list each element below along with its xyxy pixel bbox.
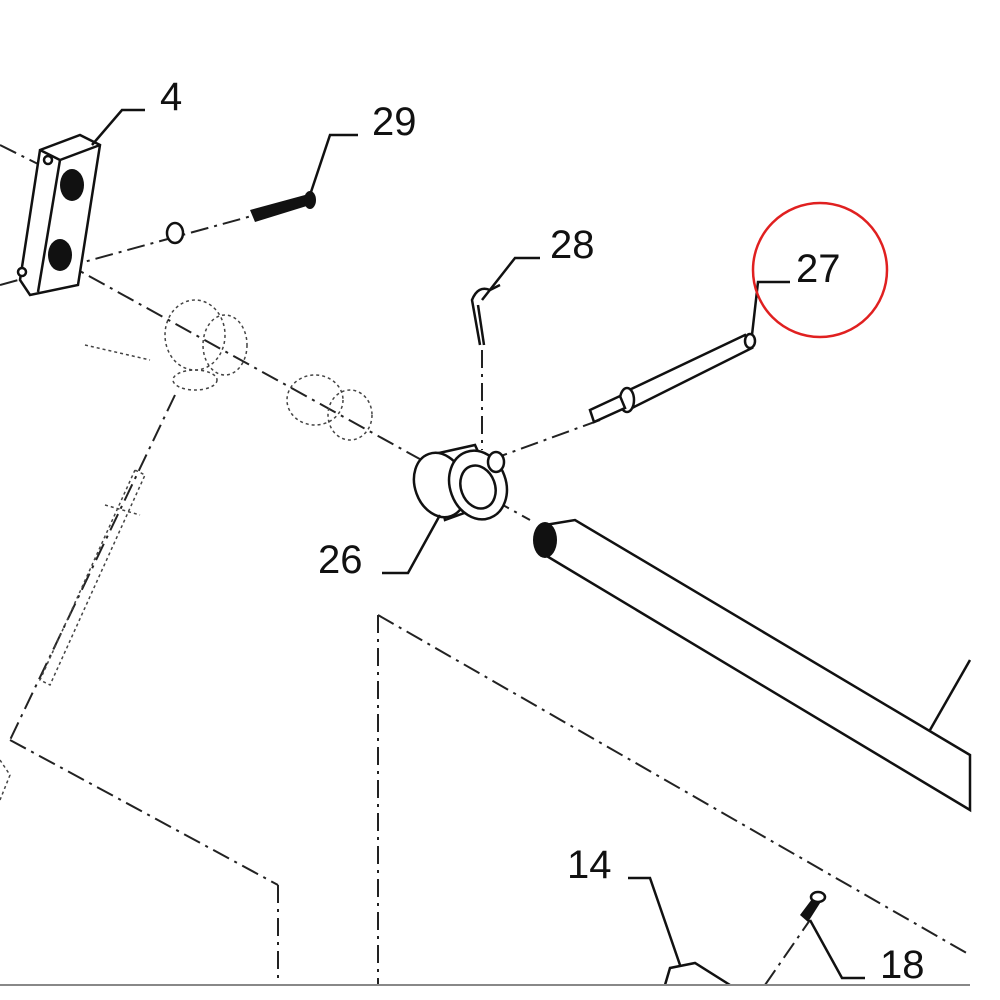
part-29-bolt [165,191,316,245]
callout-14: 14 [567,843,612,887]
callout-27: 27 [796,247,841,291]
part-26-roller [412,443,509,522]
callout-18: 18 [880,943,925,987]
callout-29: 29 [372,100,417,144]
phantom-parts [0,299,373,801]
callout-4: 4 [160,75,182,119]
callout-28: 28 [550,223,595,267]
part-4-bracket [16,133,102,297]
callout-26: 26 [318,538,363,582]
part-14-18 [663,890,827,987]
leader-lines [91,108,865,980]
tube [533,518,972,813]
highlight-circle [751,201,889,339]
part-27-pin [588,332,757,424]
